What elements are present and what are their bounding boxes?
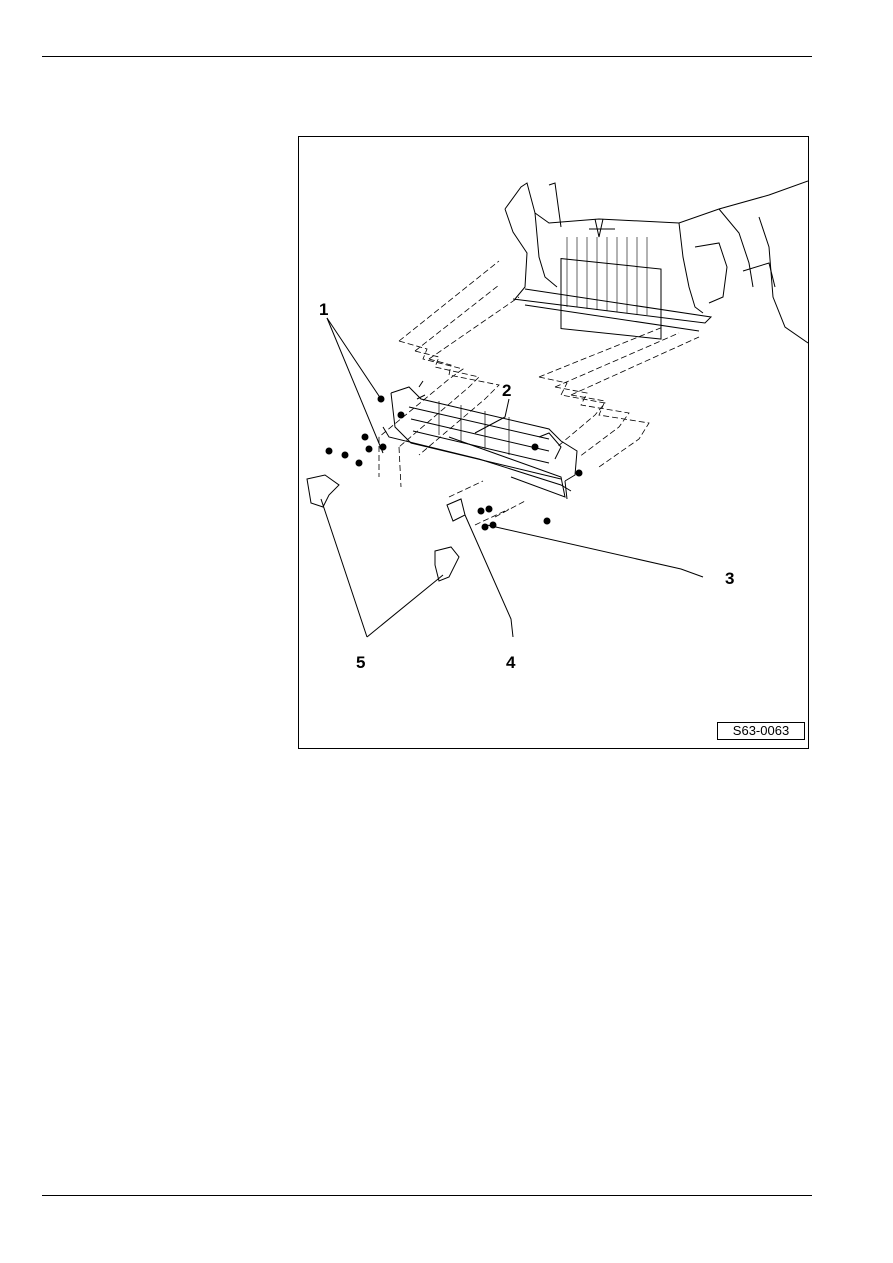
- guide-piece-right: [434, 546, 460, 582]
- vehicle-front-end: [504, 180, 808, 344]
- bumper-assembly-drawing: [306, 180, 808, 638]
- exploded-view-figure: 1 2 3 4 5 S63-0063: [298, 136, 809, 749]
- screws: [325, 395, 583, 531]
- callout-4: 4: [506, 653, 516, 672]
- callout-1: 1: [319, 300, 329, 319]
- callout-5: 5: [356, 653, 366, 672]
- callout-3: 3: [725, 569, 735, 588]
- footer-rule: [42, 1195, 812, 1196]
- guide-piece-left: [306, 474, 340, 508]
- figure-code: S63-0063: [717, 722, 805, 740]
- header-rule: [42, 56, 812, 57]
- bumper-carrier: [382, 380, 578, 500]
- callout-2: 2: [502, 381, 512, 400]
- sensor-bracket: [446, 498, 466, 522]
- alignment-lines: [378, 260, 700, 526]
- leader-lines: [320, 317, 704, 638]
